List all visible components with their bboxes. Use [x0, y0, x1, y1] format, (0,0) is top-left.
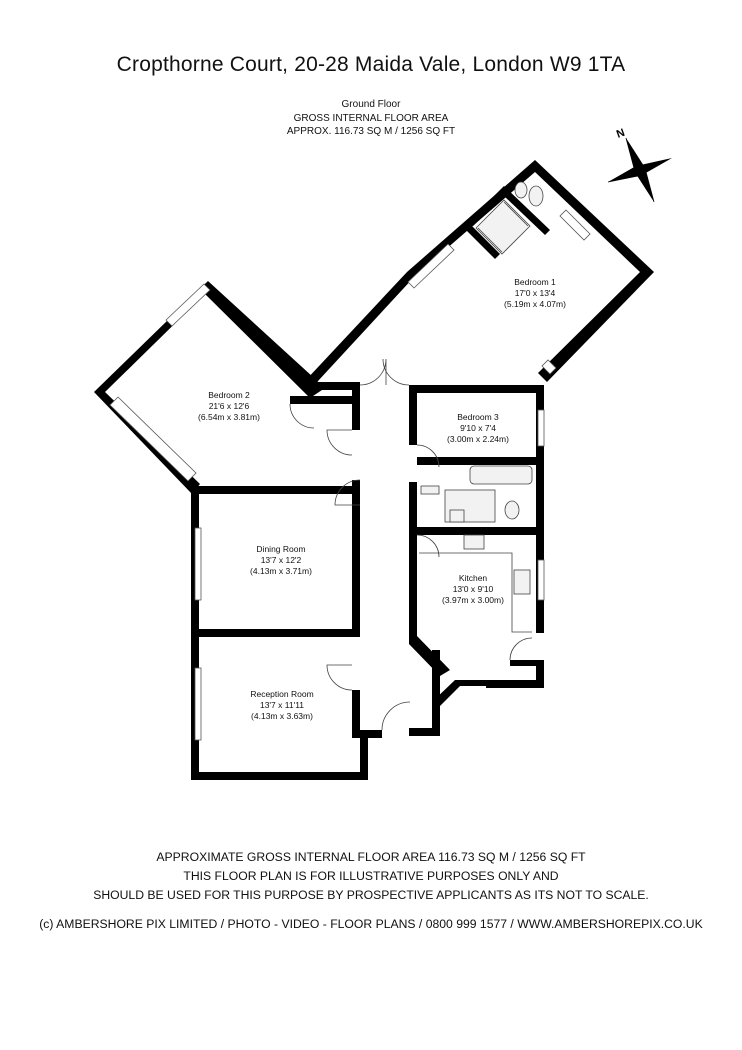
room-label-kitchen: Kitchen 13'0 x 9'10 (3.97m x 3.00m) — [442, 573, 504, 605]
room-name: Reception Room — [250, 689, 313, 699]
room-label-bedroom-1: Bedroom 1 17'0 x 13'4 (5.19m x 4.07m) — [504, 277, 566, 309]
page-title: Cropthorne Court, 20-28 Maida Vale, Lond… — [116, 53, 626, 76]
disclaimer: APPROXIMATE GROSS INTERNAL FLOOR AREA 11… — [0, 848, 742, 905]
room-size-metric: (4.13m x 3.71m) — [250, 566, 312, 576]
floor-area-heading: Ground Floor GROSS INTERNAL FLOOR AREA A… — [0, 98, 742, 139]
room-size-imperial: 13'0 x 9'10 — [453, 584, 494, 594]
room-label-reception: Reception Room 13'7 x 11'11 (4.13m x 3.6… — [250, 689, 313, 721]
door-swings — [289, 358, 533, 731]
room-size-imperial: 17'0 x 13'4 — [515, 288, 556, 298]
right-rooms-walls — [409, 385, 545, 728]
room-name: Dining Room — [256, 544, 305, 554]
floor-name: Ground Floor — [341, 99, 401, 110]
room-size-metric: (4.13m x 3.63m) — [251, 711, 313, 721]
dining-reception-walls — [191, 396, 368, 780]
corridor-walls — [305, 382, 544, 738]
bedroom-1-walls — [305, 160, 654, 382]
room-label-dining: Dining Room 13'7 x 12'2 (4.13m x 3.71m) — [250, 544, 312, 576]
area-label: GROSS INTERNAL FLOOR AREA — [293, 112, 449, 124]
disclaimer-line-2: THIS FLOOR PLAN IS FOR ILLUSTRATIVE PURP… — [183, 869, 559, 883]
room-label-bedroom-2: Bedroom 2 21'6 x 12'6 (6.54m x 3.81m) — [198, 390, 260, 422]
room-name: Bedroom 2 — [208, 390, 250, 400]
disclaimer-line-3: SHOULD BE USED FOR THIS PURPOSE BY PROSP… — [93, 888, 649, 902]
room-size-imperial: 21'6 x 12'6 — [209, 401, 250, 411]
compass-rose-icon: N — [607, 127, 672, 203]
room-name: Bedroom 3 — [457, 412, 499, 422]
room-name: Kitchen — [459, 573, 488, 583]
room-size-imperial: 13'7 x 12'2 — [261, 555, 302, 565]
room-size-imperial: 9'10 x 7'4 — [460, 423, 496, 433]
area-value: APPROX. 116.73 SQ M / 1256 SQ FT — [286, 126, 456, 137]
disclaimer-line-1: APPROXIMATE GROSS INTERNAL FLOOR AREA 11… — [156, 850, 586, 864]
room-size-metric: (3.00m x 2.24m) — [447, 434, 509, 444]
room-name: Bedroom 1 — [514, 277, 556, 287]
copyright-line: (c) AMBERSHORE PIX LIMITED / PHOTO - VID… — [39, 917, 703, 931]
compass-north-label: N — [615, 127, 627, 141]
room-size-metric: (6.54m x 3.81m) — [198, 412, 260, 422]
room-size-metric: (5.19m x 4.07m) — [504, 299, 566, 309]
room-size-imperial: 13'7 x 11'11 — [260, 700, 304, 710]
room-size-metric: (3.97m x 3.00m) — [442, 595, 504, 605]
room-label-bedroom-3: Bedroom 3 9'10 x 7'4 (3.00m x 2.24m) — [447, 412, 509, 444]
bedroom-2-walls — [94, 281, 325, 495]
